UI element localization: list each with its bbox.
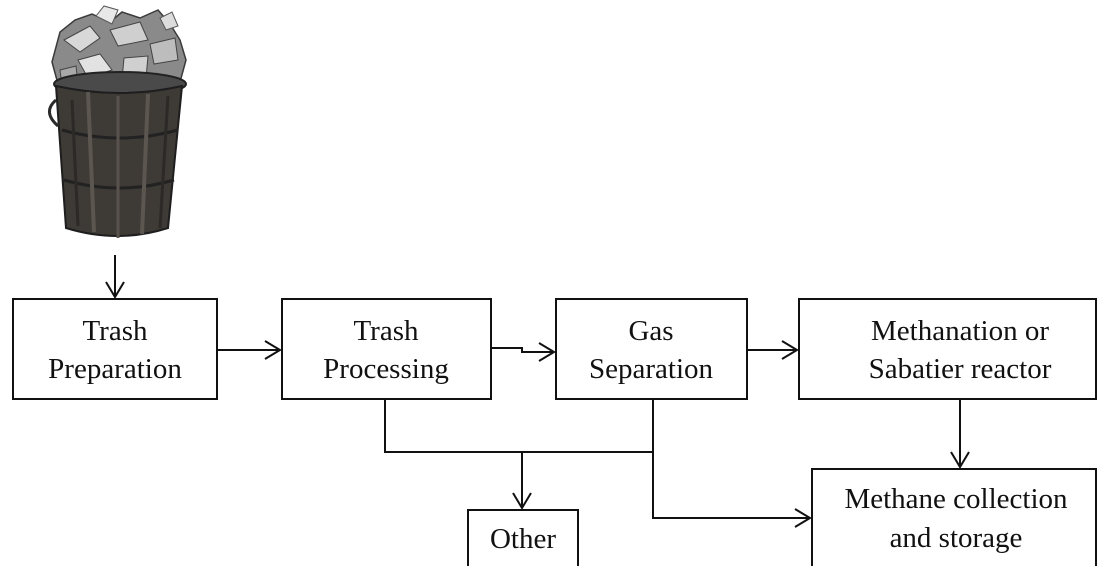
box-trash-processing bbox=[281, 298, 492, 400]
node-methane-storage: Methane collection and storage bbox=[811, 468, 1097, 566]
connectors bbox=[105, 255, 970, 528]
trash-can-icon bbox=[48, 5, 187, 238]
arrowhead-processing bbox=[264, 340, 282, 360]
label-methane-storage-line1: Methane collection bbox=[844, 483, 1068, 515]
connector-processing-to-separation bbox=[491, 347, 554, 353]
label-other: Other bbox=[490, 523, 556, 555]
connector-processing-to-junction bbox=[384, 399, 653, 453]
label-trash-preparation-line2: Preparation bbox=[48, 353, 182, 385]
label-trash-processing-line1: Trash bbox=[353, 315, 419, 347]
arrowhead-storage-left bbox=[794, 508, 812, 528]
arrowhead-methanation bbox=[781, 340, 799, 360]
box-methane-storage bbox=[811, 468, 1097, 566]
arrowhead-other bbox=[512, 492, 532, 510]
box-methanation bbox=[798, 298, 1097, 400]
box-trash-preparation bbox=[12, 298, 218, 400]
box-gas-separation bbox=[555, 298, 748, 400]
node-methanation: Methanation or Sabatier reactor bbox=[798, 298, 1097, 400]
arrowhead-separation bbox=[538, 342, 556, 362]
label-methanation-line1: Methanation or bbox=[871, 315, 1049, 347]
arrowhead-storage-top bbox=[950, 451, 970, 469]
node-other: Other bbox=[467, 509, 579, 566]
label-trash-preparation-line1: Trash bbox=[82, 315, 148, 347]
label-methanation-line2: Sabatier reactor bbox=[869, 353, 1052, 385]
node-gas-separation: Gas Separation bbox=[555, 298, 748, 400]
box-other bbox=[467, 509, 579, 566]
label-gas-separation-line1: Gas bbox=[628, 315, 673, 347]
node-trash-processing: Trash Processing bbox=[281, 298, 492, 400]
node-trash-preparation: Trash Preparation bbox=[12, 298, 218, 400]
label-trash-processing-line2: Processing bbox=[323, 353, 449, 385]
label-gas-separation-line2: Separation bbox=[589, 353, 714, 385]
arrowhead-preparation bbox=[105, 281, 125, 299]
connector-separation-to-storage bbox=[652, 399, 810, 519]
label-methane-storage-line2: and storage bbox=[890, 522, 1023, 554]
